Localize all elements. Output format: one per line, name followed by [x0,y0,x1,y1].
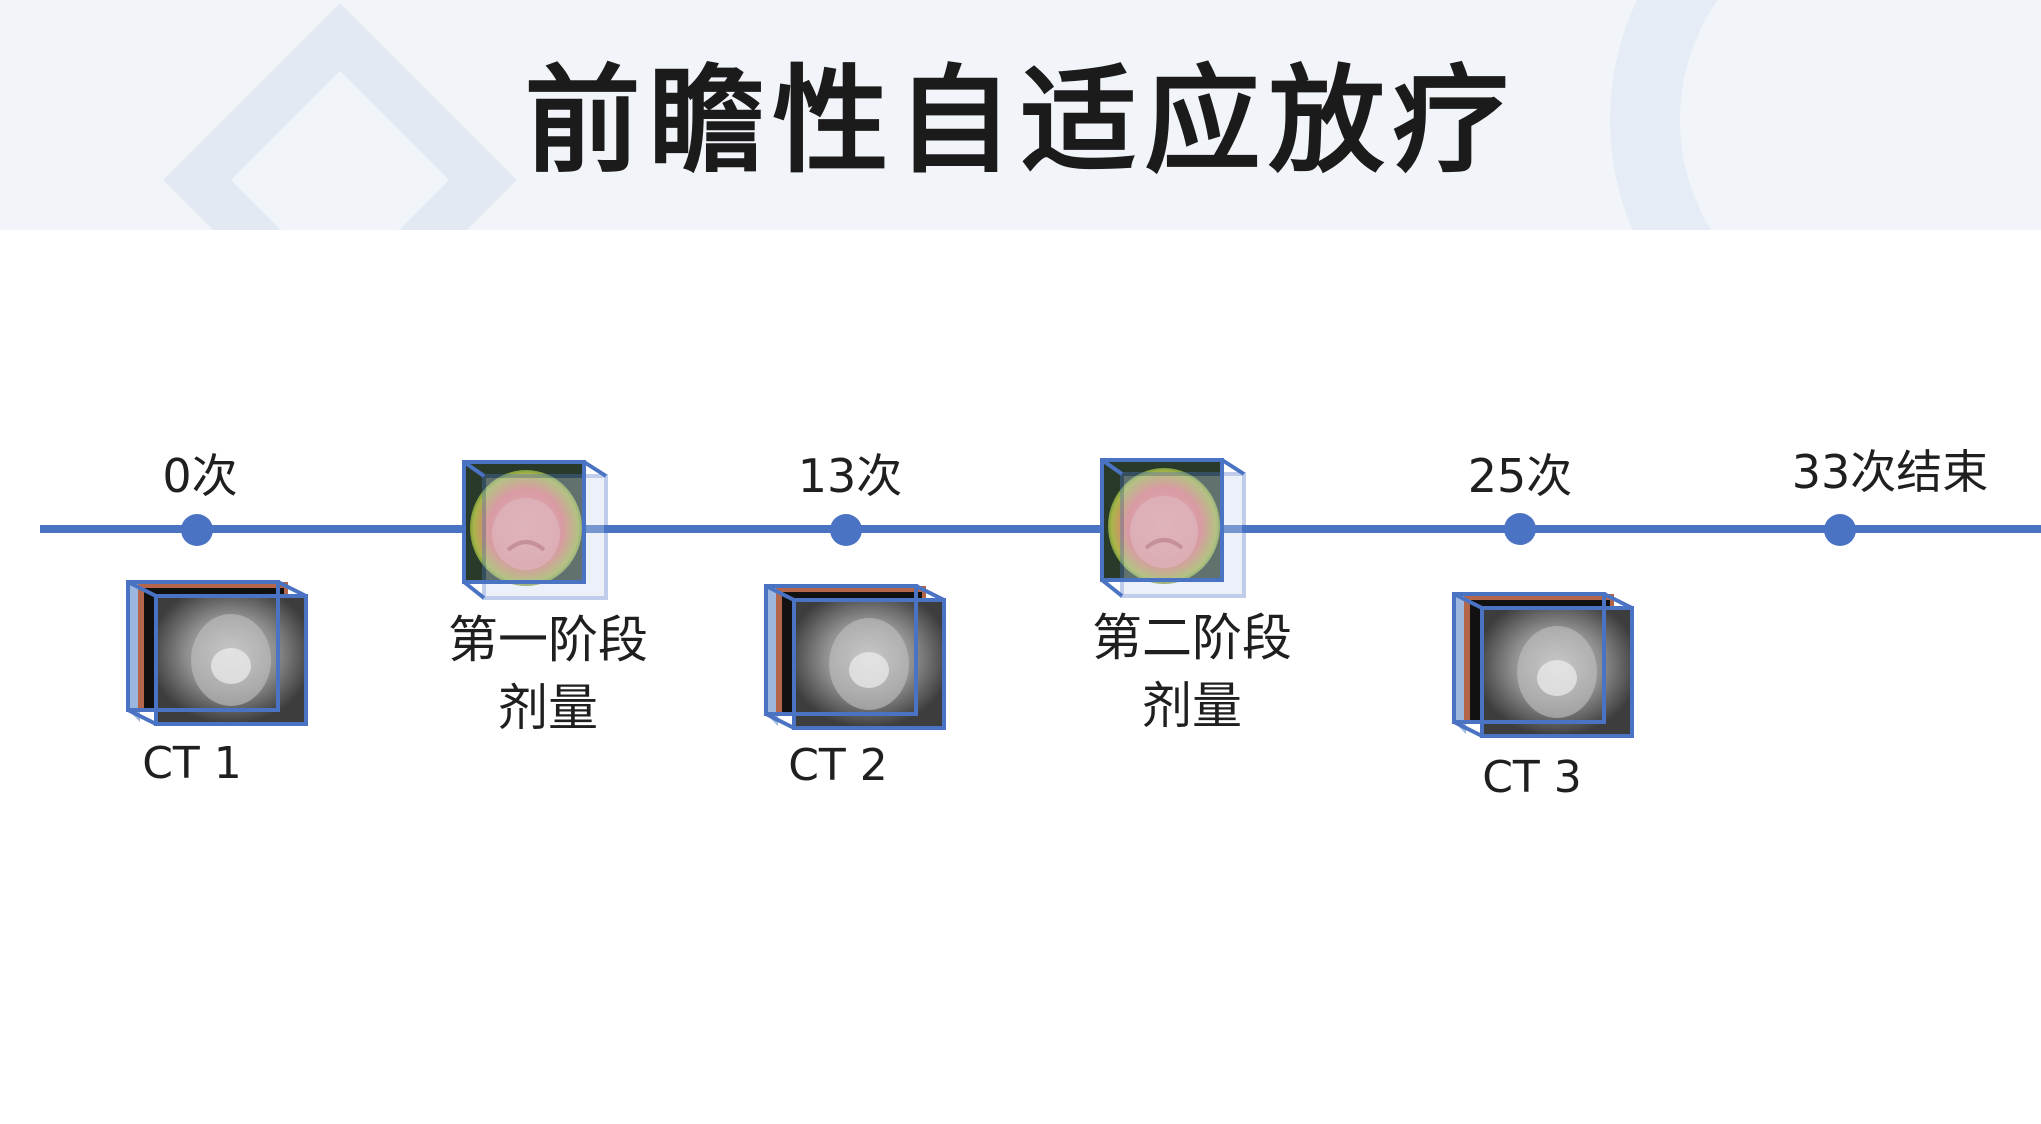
tick-label-0: 0次 [162,449,238,503]
slide-title: 前瞻性自适应放疗 [524,54,1517,189]
tick-dot-13 [830,514,862,546]
dose-stage-line2: 剂量 [498,679,598,737]
ct-volume-icon [1452,592,1634,738]
ct-volume-icon [126,580,308,726]
dose-stage-line1: 第二阶段 [1092,609,1292,667]
dose-stage-label: 第一阶段 剂量 [448,606,648,742]
tick-dot-33 [1824,514,1856,546]
tick-dot-0 [181,514,213,546]
decorative-ring [1610,0,2041,230]
tick-label-25: 25次 [1467,449,1573,503]
dose-stage-line2: 剂量 [1142,677,1242,735]
tick-dot-25 [1504,513,1536,545]
dose-volume-icon [462,460,608,600]
dose-stage-line1: 第一阶段 [448,611,648,669]
title-band: 前瞻性自适应放疗 [0,0,2041,230]
tick-label-13: 13次 [797,449,903,503]
ct-label: CT 3 [1482,752,1582,803]
tick-label-33: 33次结束 [1791,445,1989,499]
dose-stage-label: 第二阶段 剂量 [1092,604,1292,740]
ct-volume-icon [764,584,946,730]
ct-label: CT 1 [142,738,242,789]
ct-label: CT 2 [788,740,888,791]
dose-volume-icon [1100,458,1246,598]
